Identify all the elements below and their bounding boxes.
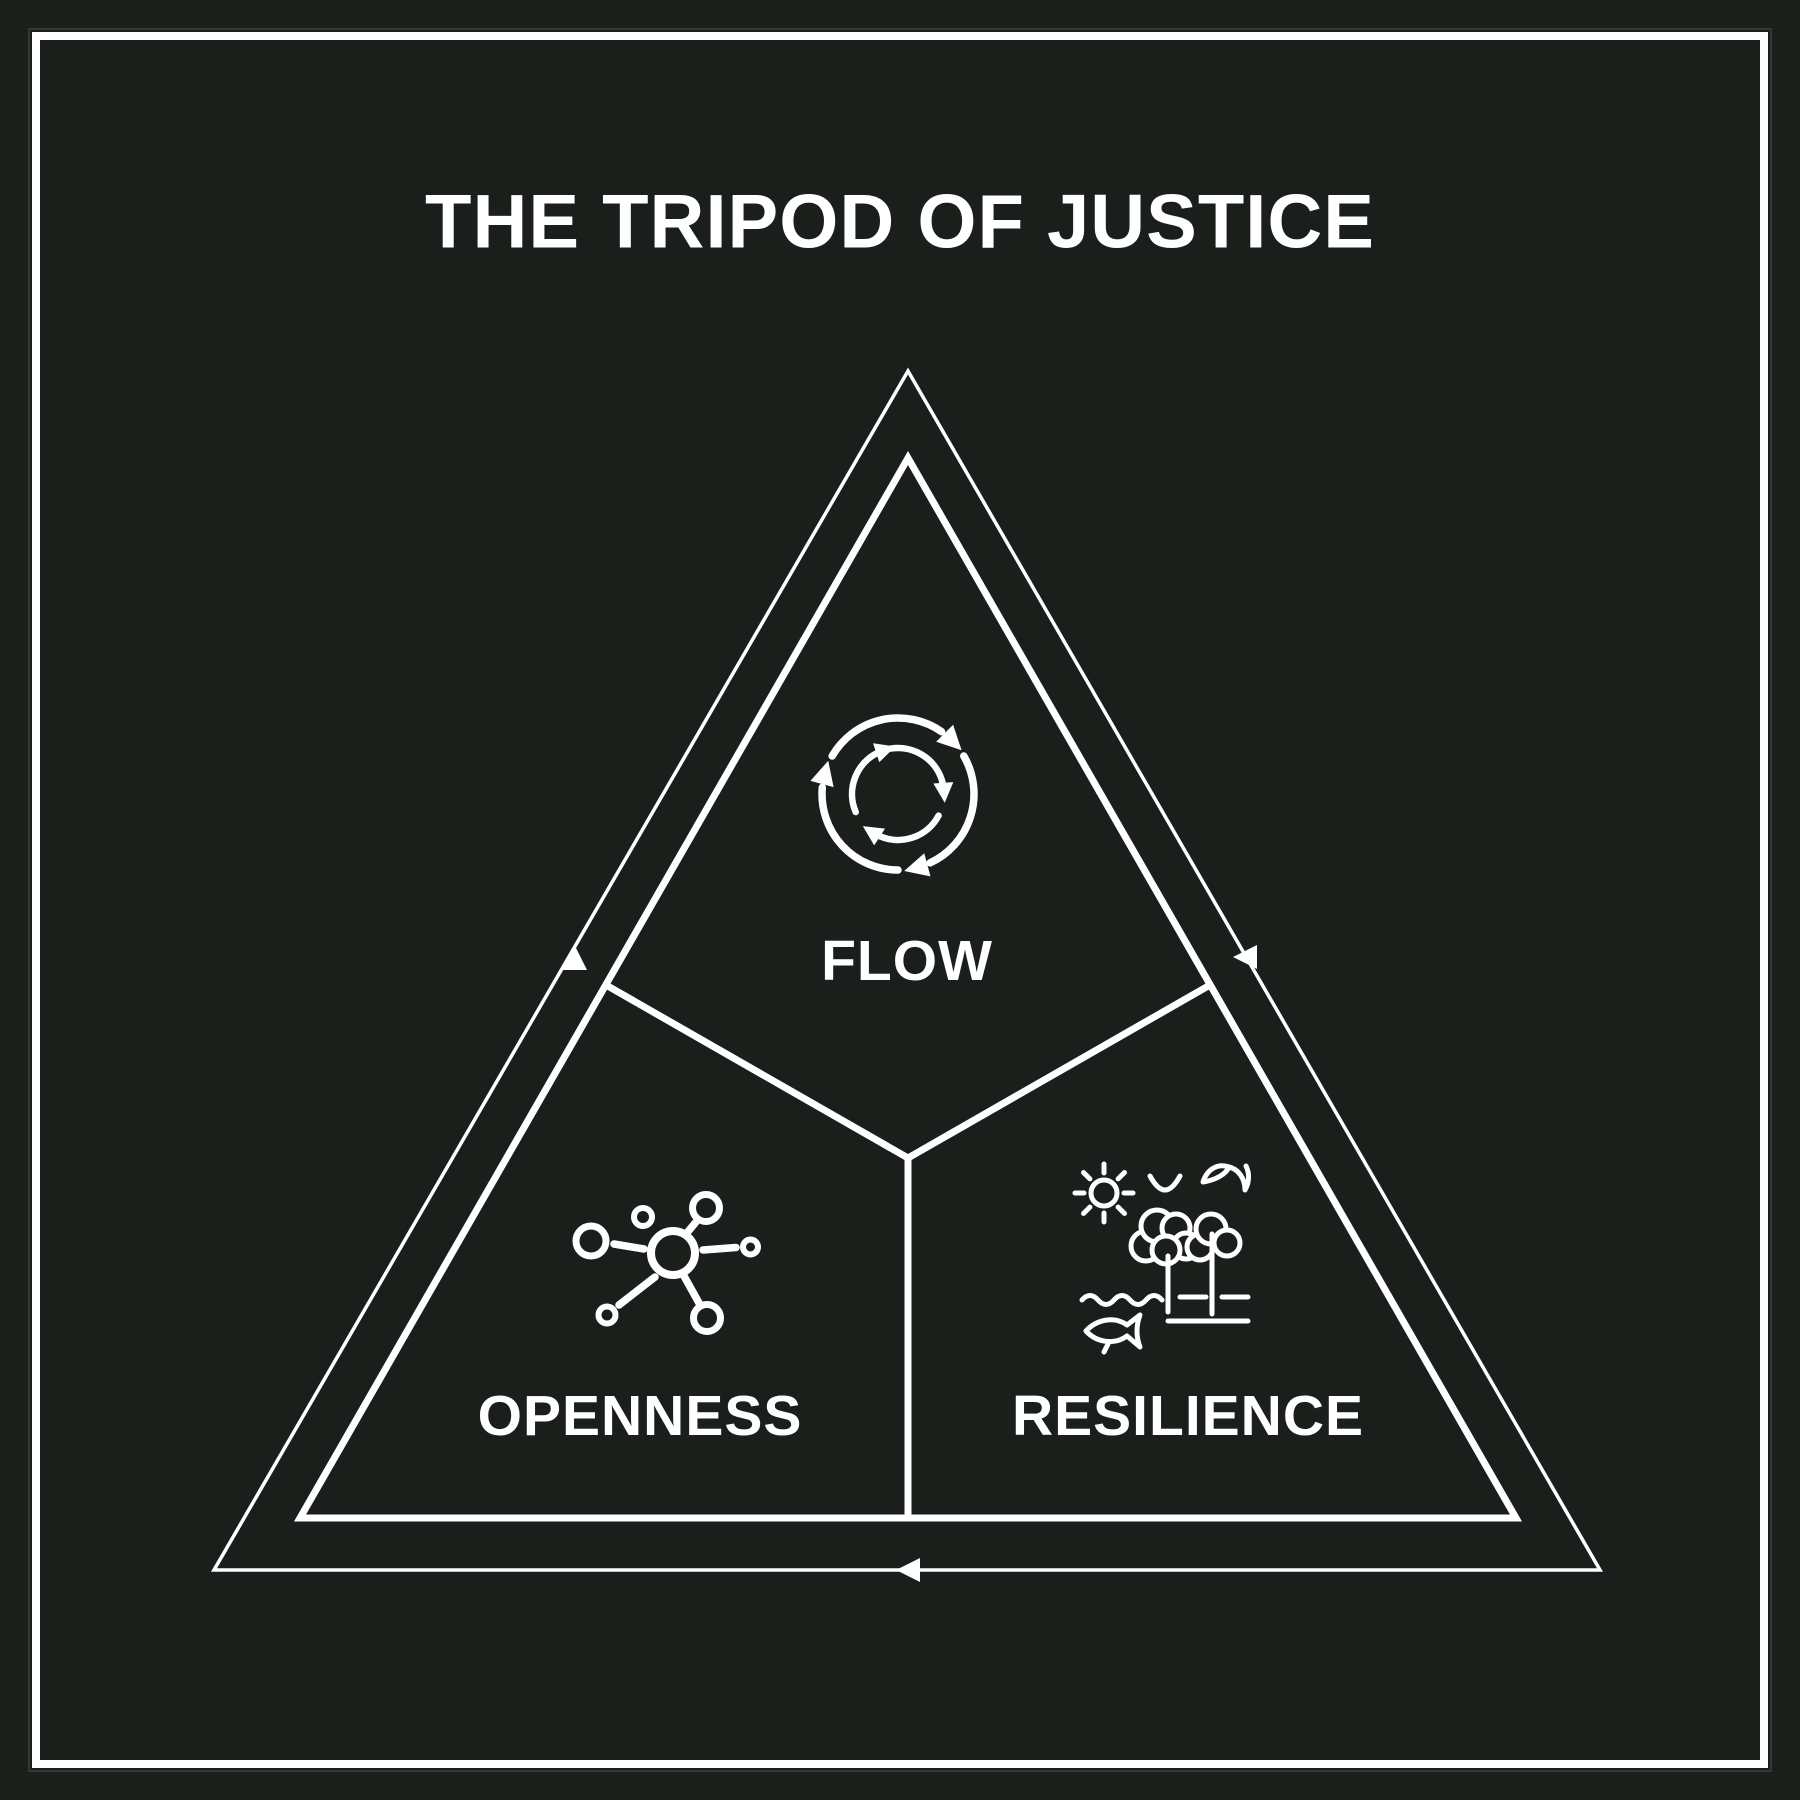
- water-wave-icon: [1079, 1293, 1165, 1307]
- cycle-arcs: [818, 714, 978, 874]
- right-edge-arrow-icon: [1233, 945, 1257, 969]
- tree-icon: [1128, 1207, 1202, 1315]
- network-node: [689, 1191, 723, 1225]
- section-label-resilience: RESILIENCE: [1011, 1384, 1365, 1448]
- network-hub-node: [647, 1227, 699, 1279]
- bird-icon: [1147, 1173, 1183, 1193]
- tree-icon: [1184, 1211, 1243, 1317]
- bird-icon: [1200, 1163, 1251, 1193]
- section-label-flow: FLOW: [821, 929, 993, 993]
- cycle-direction-arrows: [563, 945, 1257, 1582]
- section-label-openness: OPENNESS: [477, 1384, 803, 1448]
- network-node: [690, 1301, 724, 1335]
- network-links: [610, 1218, 740, 1309]
- section-dividers: [604, 981, 1212, 1518]
- fish-icon: [1083, 1312, 1143, 1355]
- page-title: THE TRIPOD OF JUSTICE: [425, 179, 1375, 265]
- network-node: [740, 1236, 761, 1258]
- frame-shadow: [28, 28, 1772, 1772]
- network-node: [631, 1205, 655, 1229]
- bottom-edge-arrow-icon: [896, 1558, 920, 1582]
- network-node: [595, 1303, 619, 1327]
- ecosystem-icon: [1072, 1161, 1251, 1355]
- ground-lines: [1165, 1294, 1251, 1324]
- network-nodes-icon: [572, 1191, 761, 1335]
- sun-icon: [1072, 1161, 1136, 1225]
- divider-right: [906, 981, 1212, 1162]
- network-node: [572, 1222, 610, 1260]
- left-edge-arrow-icon: [563, 946, 587, 970]
- divider-left: [604, 981, 910, 1162]
- cycle-arrows-icon: [810, 714, 978, 877]
- border-frame: [32, 32, 1768, 1768]
- cycle-arrowheads: [810, 724, 962, 877]
